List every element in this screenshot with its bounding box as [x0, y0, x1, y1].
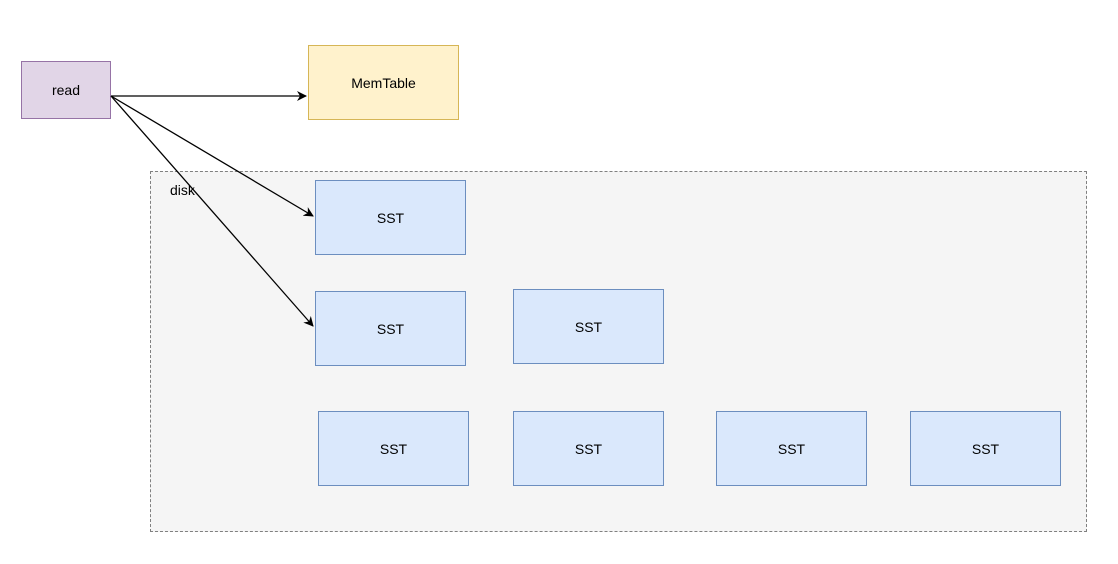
arrow-read-to-sst-level1 — [110, 95, 314, 327]
sst-level1-1: SST — [315, 291, 466, 366]
disk-label: disk — [170, 182, 195, 198]
sst-label: SST — [376, 320, 405, 337]
sst-label: SST — [574, 440, 603, 457]
sst-label: SST — [971, 440, 1000, 457]
sst-level1-2: SST — [513, 289, 664, 364]
sst-label: SST — [777, 440, 806, 457]
read-label: read — [51, 82, 81, 98]
read-node: read — [21, 61, 111, 119]
memtable-node: MemTable — [308, 45, 459, 120]
sst-label: SST — [376, 209, 405, 226]
sst-level2-4: SST — [910, 411, 1061, 486]
sst-label: SST — [574, 318, 603, 335]
arrow-read-to-sst-level0 — [110, 95, 314, 217]
sst-level0-1: SST — [315, 180, 466, 255]
sst-level2-3: SST — [716, 411, 867, 486]
memtable-label: MemTable — [351, 74, 416, 91]
sst-level2-1: SST — [318, 411, 469, 486]
sst-label: SST — [379, 440, 408, 457]
sst-level2-2: SST — [513, 411, 664, 486]
